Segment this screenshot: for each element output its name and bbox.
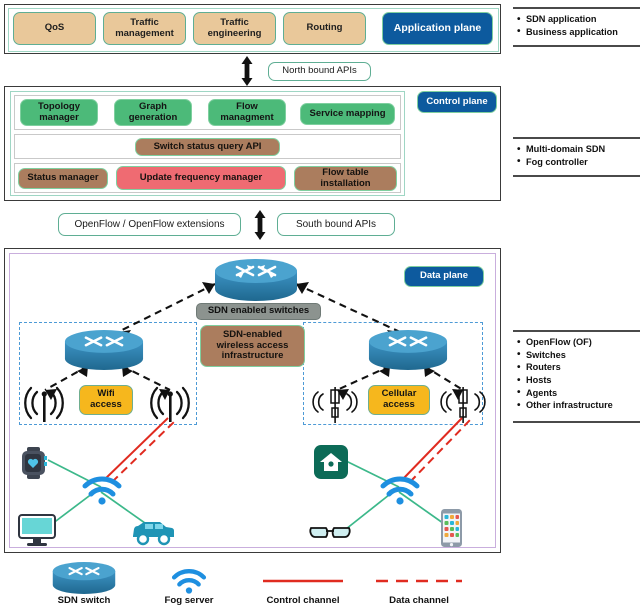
legend-dashed-red-line-icon <box>376 579 462 583</box>
wifi-access-label: Wifi access <box>90 388 122 410</box>
wireless-infrastructure-label-box: SDN-enabled wireless access infrastructu… <box>200 325 305 367</box>
southbound-apis-box[interactable]: South bound APIs <box>277 213 395 236</box>
annotation-item: Multi-domain SDN <box>517 143 640 156</box>
northbound-arrow-icon <box>241 56 253 86</box>
app-box-routing-label: Routing <box>306 22 343 34</box>
control-box-flow-management[interactable]: Flow managment <box>208 99 286 126</box>
control-box-service-mapping-label: Service mapping <box>309 107 386 119</box>
control-box-service-mapping[interactable]: Service mapping <box>300 103 395 125</box>
app-box-traffic-engineering-label: Traffic engineering <box>207 16 262 39</box>
control-box-switch-status-query-api-label: Switch status query API <box>153 140 262 152</box>
southbound-arrow-icon <box>254 210 266 240</box>
legend-label-fog-server: Fog server <box>149 595 229 606</box>
southbound-apis-label: South bound APIs <box>295 218 377 230</box>
control-box-status-manager[interactable]: Status manager <box>18 168 108 189</box>
control-box-flow-table-installation-label: Flow table installation <box>320 166 371 189</box>
control-box-topology-manager[interactable]: Topology manager <box>20 99 98 126</box>
control-plane-annotations: Multi-domain SDN Fog controller <box>513 137 640 177</box>
legend-label-control-channel: Control channel <box>258 595 348 606</box>
control-box-flow-table-installation[interactable]: Flow table installation <box>294 166 397 191</box>
northbound-apis-box[interactable]: North bound APIs <box>268 62 371 81</box>
app-box-traffic-management-label: Traffic management <box>115 16 174 39</box>
control-box-status-manager-label: Status manager <box>27 172 99 184</box>
annotation-item: Switches <box>517 348 640 361</box>
control-box-graph-generation[interactable]: Graph generation <box>114 99 192 126</box>
annotation-item: Routers <box>517 361 640 374</box>
application-plane-annotations: SDN application Business application <box>513 7 640 47</box>
legend-sdn-switch-icon <box>52 562 116 594</box>
annotation-item: Hosts <box>517 374 640 387</box>
annotation-item: Fog controller <box>517 155 640 168</box>
legend-text: SDN switch <box>57 595 111 606</box>
control-box-update-frequency-manager[interactable]: Update frequency manager <box>116 166 286 190</box>
data-plane-badge[interactable]: Data plane <box>404 266 484 287</box>
annotation-item: Other infrastructure <box>517 399 640 412</box>
control-box-graph-generation-label: Graph generation <box>128 100 178 123</box>
wifi-access-label-box: Wifi access <box>79 385 133 415</box>
legend-solid-red-line-icon <box>263 579 343 583</box>
openflow-extensions-box[interactable]: OpenFlow / OpenFlow extensions <box>58 213 241 236</box>
control-plane-badge[interactable]: Control plane <box>417 91 497 113</box>
cellular-access-label: Cellular access <box>381 388 417 410</box>
legend-text: Data channel <box>389 595 449 606</box>
app-box-traffic-management[interactable]: Traffic management <box>103 12 186 45</box>
legend-text: Fog server <box>164 595 214 606</box>
legend-text: Control channel <box>266 595 340 606</box>
app-box-qos[interactable]: QoS <box>13 12 96 45</box>
northbound-apis-label: North bound APIs <box>282 65 357 77</box>
annotation-item: Agents <box>517 386 640 399</box>
data-plane-inner-frame <box>9 253 496 548</box>
control-box-flow-management-label: Flow managment <box>220 100 274 123</box>
wireless-infrastructure-label: SDN-enabled wireless access infrastructu… <box>216 329 289 362</box>
control-box-update-frequency-manager-label: Update frequency manager <box>139 171 263 183</box>
legend-label-sdn-switch: SDN switch <box>44 595 124 606</box>
app-box-routing[interactable]: Routing <box>283 12 366 45</box>
annotation-item: SDN application <box>517 13 640 26</box>
control-plane-badge-label: Control plane <box>426 95 488 107</box>
application-plane-badge[interactable]: Application plane <box>382 12 493 45</box>
openflow-extensions-label: OpenFlow / OpenFlow extensions <box>74 218 225 230</box>
control-box-topology-manager-label: Topology manager <box>37 100 81 123</box>
legend-fog-server-wifi-icon <box>171 569 207 594</box>
legend-label-data-channel: Data channel <box>376 595 462 606</box>
annotation-item: OpenFlow (OF) <box>517 336 640 349</box>
annotation-item: Business application <box>517 25 640 38</box>
data-plane-badge-label: Data plane <box>419 270 469 282</box>
sdn-enabled-switches-label-box: SDN enabled switches <box>196 303 321 320</box>
cellular-access-label-box: Cellular access <box>368 385 430 415</box>
data-plane-annotations: OpenFlow (OF) Switches Routers Hosts Age… <box>513 330 640 423</box>
app-box-traffic-engineering[interactable]: Traffic engineering <box>193 12 276 45</box>
app-box-qos-label: QoS <box>44 22 65 34</box>
control-box-switch-status-query-api[interactable]: Switch status query API <box>135 138 280 156</box>
sdn-enabled-switches-label: SDN enabled switches <box>207 305 310 317</box>
application-plane-badge-label: Application plane <box>393 21 482 34</box>
